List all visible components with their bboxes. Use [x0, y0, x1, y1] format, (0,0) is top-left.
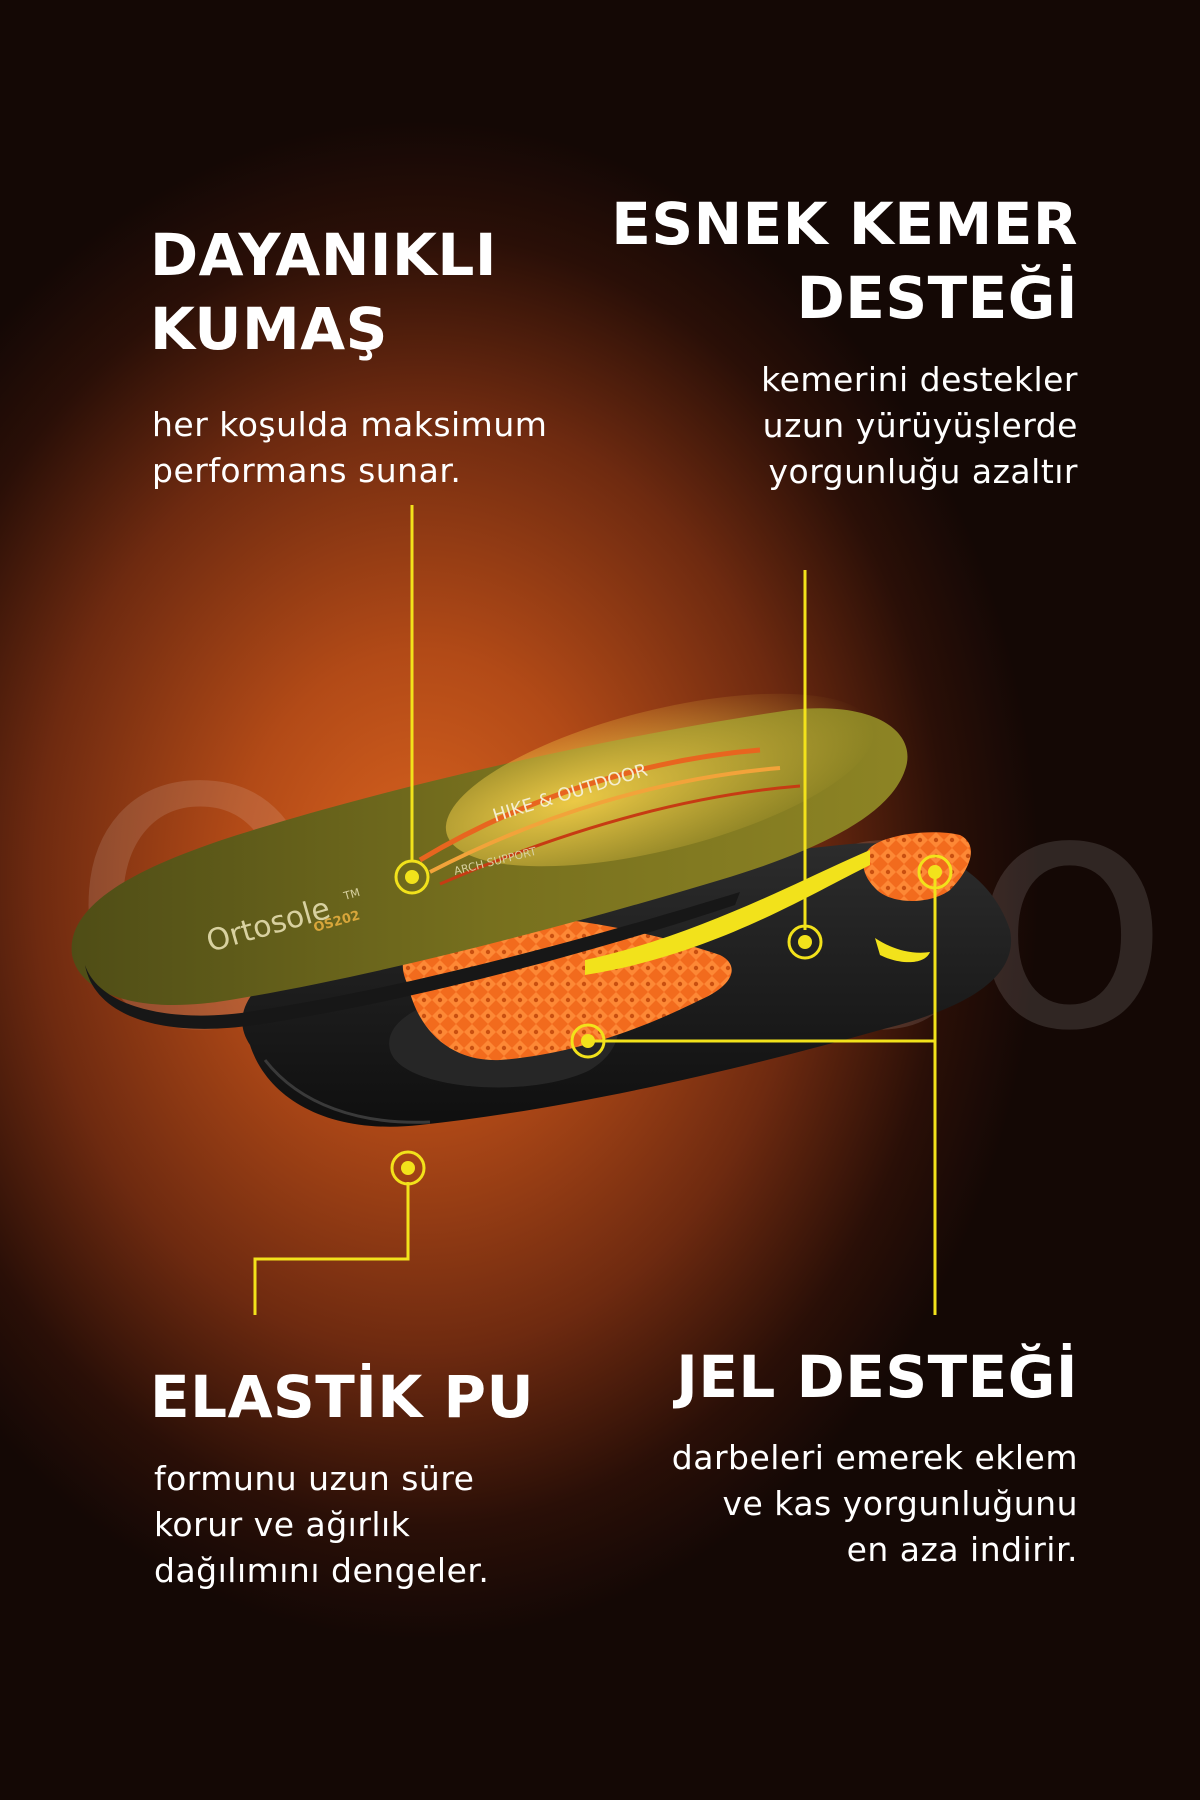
gel-desc-line-2: ve kas yorgunluğunu — [722, 1484, 1078, 1523]
pu-callout-line — [253, 1182, 410, 1315]
heel-gel-callout-dot-center — [581, 1034, 595, 1048]
callout-dots — [390, 854, 953, 1186]
arch-title-line-2: DESTEĞİ — [796, 264, 1078, 332]
arch-feature-description: kemerini destekler uzun yürüyüşlerde yor… — [761, 357, 1078, 495]
gel-title-line-1: JEL DESTEĞİ — [676, 1343, 1078, 1411]
arch-feature-title: ESNEK KEMER DESTEĞİ — [611, 187, 1078, 335]
arch-desc-line-1: kemerini destekler — [761, 360, 1078, 399]
arch-support-strip — [585, 850, 870, 975]
fabric-feature-title: DAYANIKLI KUMAŞ — [150, 218, 497, 366]
arch-desc-line-3: yorgunluğu azaltır — [768, 452, 1078, 491]
pu-feature-description: formunu uzun süre korur ve ağırlık dağıl… — [154, 1456, 489, 1594]
forefoot-gel-callout-dot-center — [928, 865, 942, 879]
arch-support-tip — [875, 938, 930, 963]
base-edge — [263, 1059, 431, 1124]
fabric-callout-dot — [394, 859, 430, 895]
pu-desc-line-3: dağılımını dengeler. — [154, 1551, 490, 1590]
gel-feature-description: darbeleri emerek eklem ve kas yorgunluğu… — [672, 1435, 1078, 1573]
fabric-title-line-1: DAYANIKLI — [150, 221, 497, 289]
pu-title-line-1: ELASTİK PU — [150, 1363, 535, 1431]
graphic-stripe-3 — [439, 784, 801, 886]
graphic-swoosh — [445, 693, 875, 867]
fabric-desc-line-2: performans sunar. — [152, 451, 462, 490]
fabric-feature-description: her koşulda maksimum performans sunar. — [152, 402, 547, 494]
insole-trademark-text: TM — [341, 886, 361, 903]
pu-feature-title: ELASTİK PU — [150, 1360, 534, 1434]
pu-callout-dot — [390, 1150, 426, 1186]
fabric-callout-dot-center — [405, 870, 419, 884]
arch-title-line-1: ESNEK KEMER — [611, 190, 1078, 258]
pu-callout-dot-center — [401, 1161, 415, 1175]
arch-callout-dot-center — [798, 935, 812, 949]
arch-desc-line-2: uzun yürüyüşlerde — [762, 406, 1078, 445]
graphic-stripe-2 — [429, 766, 781, 874]
fabric-underside — [85, 892, 740, 1029]
fabric-title-line-2: KUMAŞ — [150, 295, 388, 363]
gel-desc-line-1: darbeleri emerek eklem — [671, 1438, 1078, 1477]
arch-callout-dot — [787, 924, 823, 960]
gel-feature-title: JEL DESTEĞİ — [676, 1340, 1078, 1414]
pu-desc-line-1: formunu uzun süre — [154, 1459, 475, 1498]
callout-lines — [253, 505, 937, 1315]
pu-desc-line-2: korur ve ağırlık — [154, 1505, 411, 1544]
fabric-desc-line-1: her koşulda maksimum — [152, 405, 548, 444]
graphic-stripe-1 — [418, 747, 761, 863]
gel-desc-line-3: en aza indirir. — [846, 1530, 1078, 1569]
forefoot-gel-callout-dot — [917, 854, 953, 890]
heel-gel-callout-dot — [570, 1023, 606, 1059]
